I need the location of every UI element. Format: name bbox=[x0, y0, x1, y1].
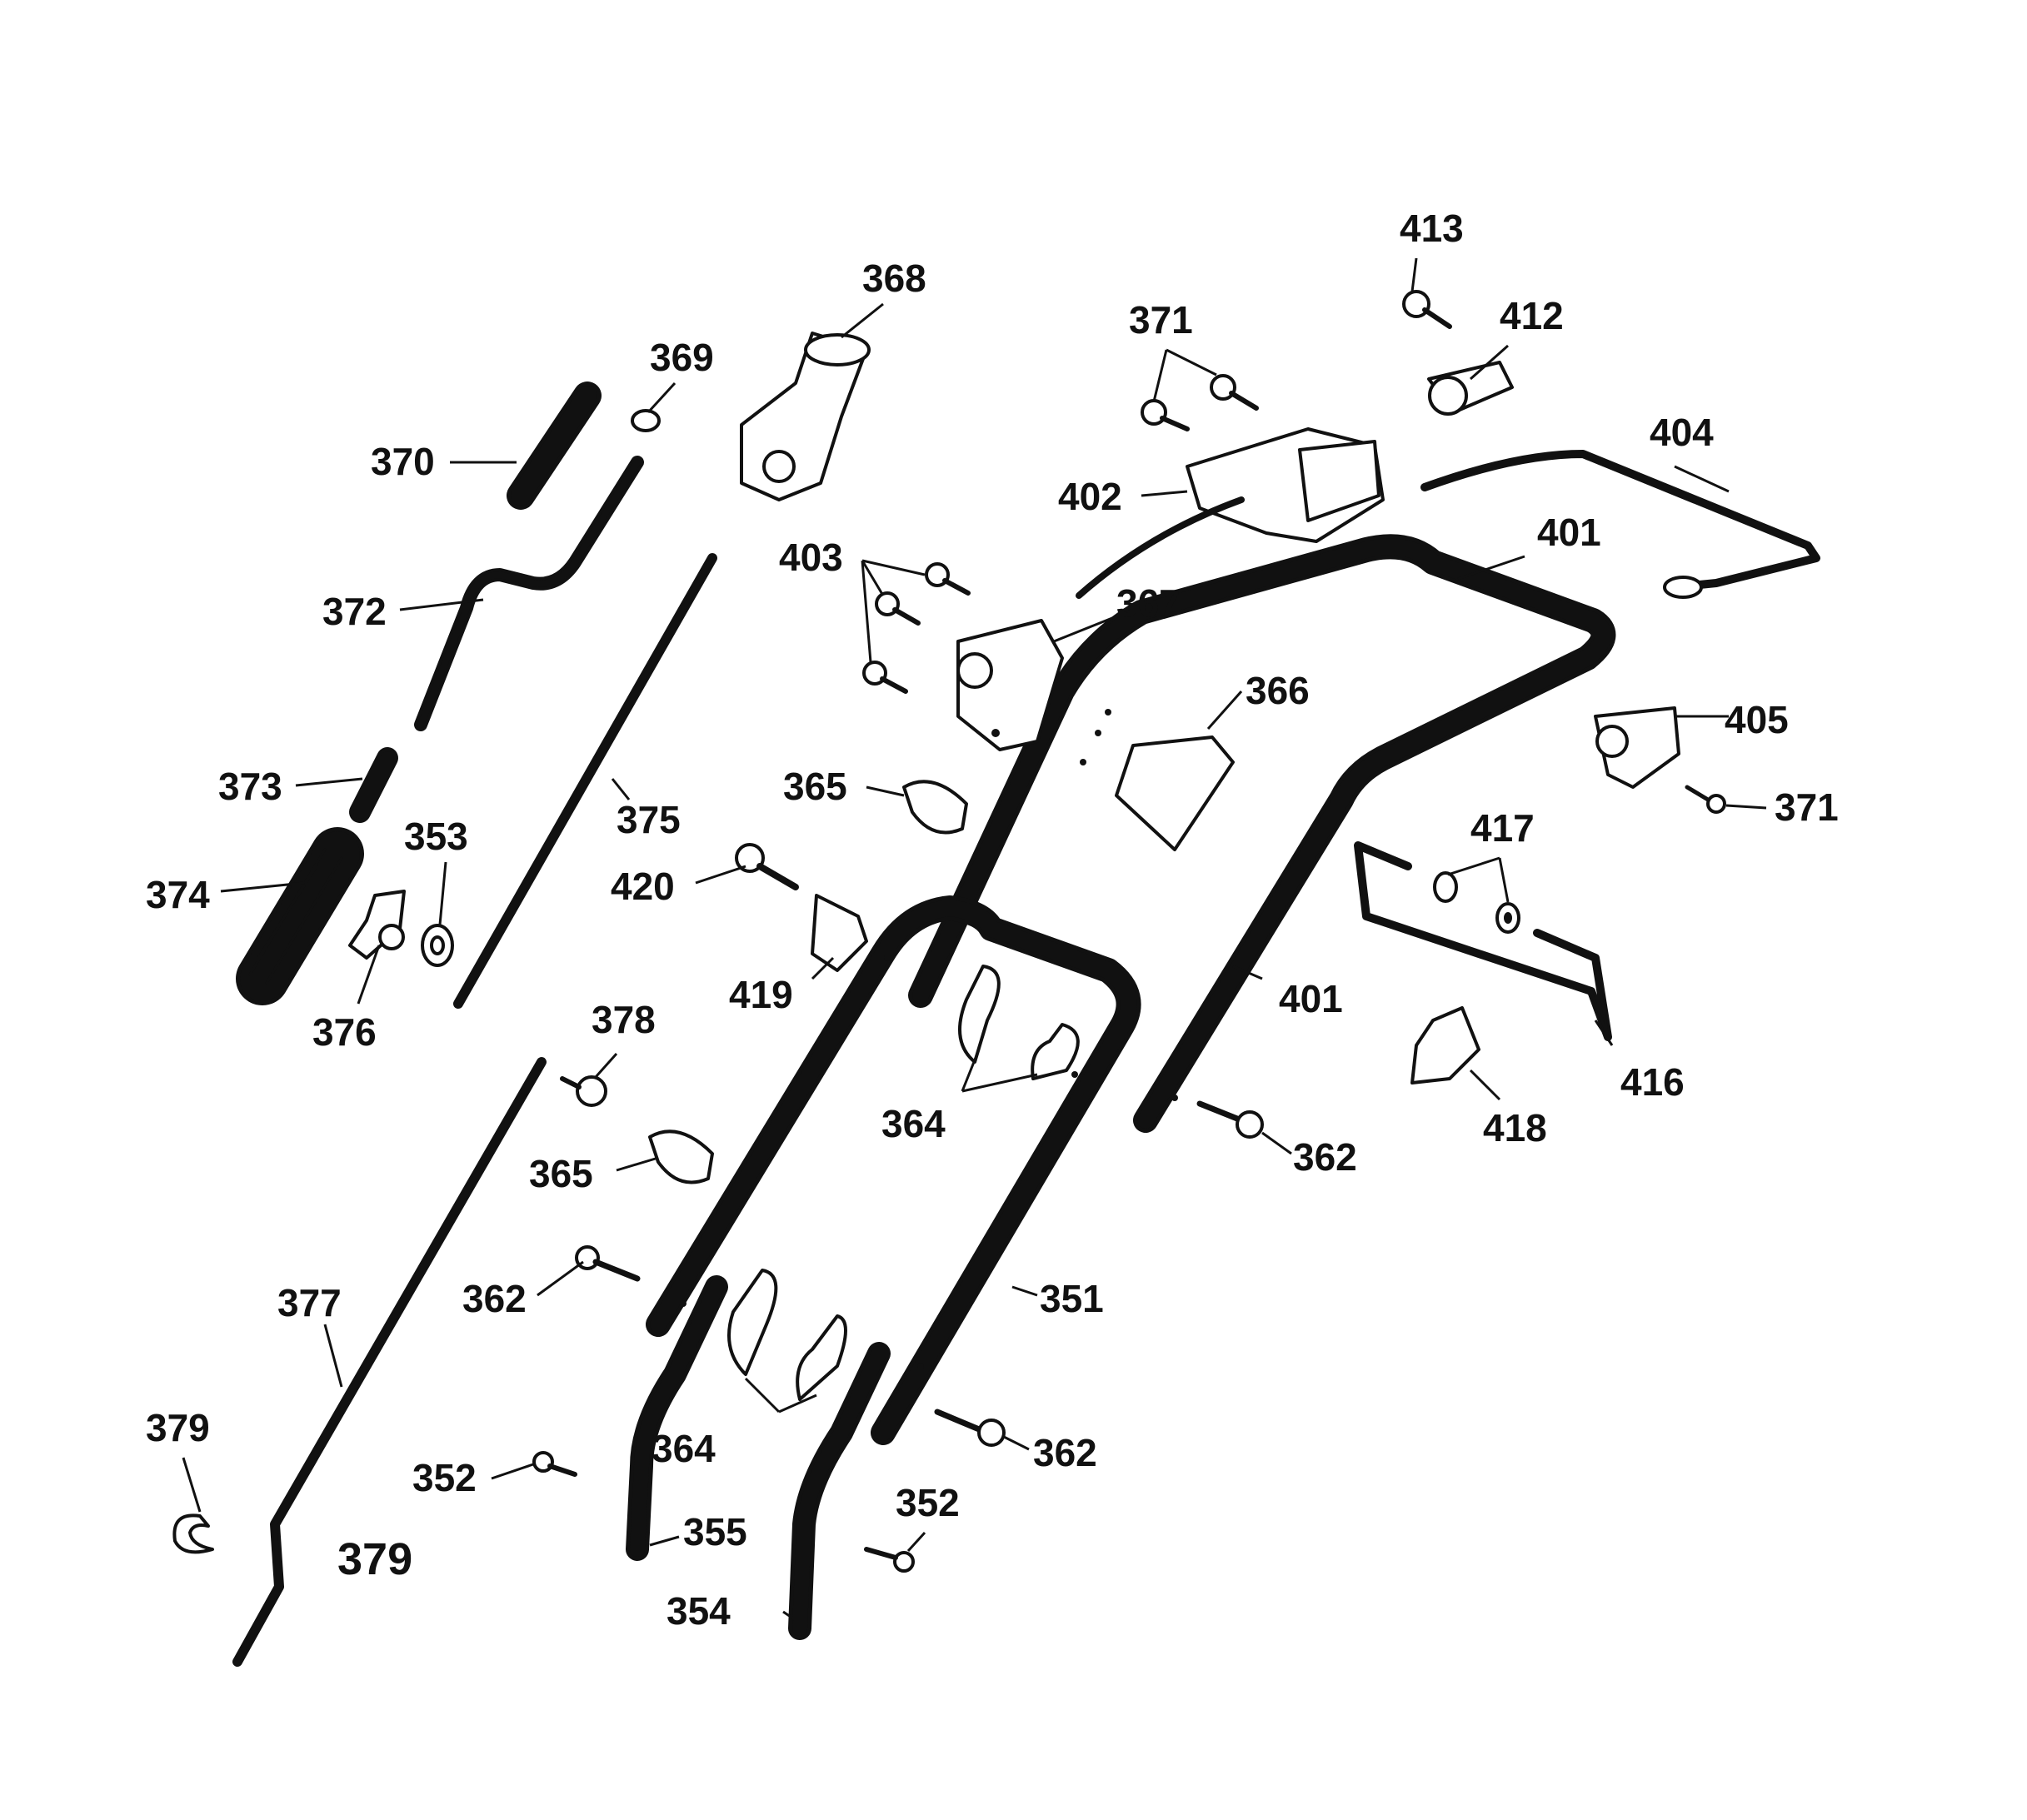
label-405: 405 bbox=[1725, 698, 1789, 741]
label-413: 413 bbox=[1400, 207, 1464, 250]
bolt-362-right bbox=[1196, 1100, 1264, 1139]
button-378 bbox=[560, 1075, 607, 1107]
label-417: 417 bbox=[1470, 806, 1535, 850]
label-420: 420 bbox=[611, 865, 675, 908]
grip-374 bbox=[236, 827, 364, 1005]
label-373: 373 bbox=[218, 765, 282, 808]
label-362-left: 362 bbox=[462, 1277, 527, 1320]
rod-375 bbox=[453, 553, 717, 1009]
label-404: 404 bbox=[1650, 411, 1714, 454]
washers-417 bbox=[1433, 871, 1520, 934]
clip-365-upper bbox=[902, 780, 968, 835]
label-364-upper: 364 bbox=[881, 1102, 946, 1145]
label-355: 355 bbox=[683, 1510, 747, 1553]
screw-352-left bbox=[532, 1451, 577, 1477]
part-418 bbox=[1410, 1006, 1480, 1085]
bracket-367 bbox=[956, 619, 1064, 751]
label-418: 418 bbox=[1483, 1106, 1547, 1149]
label-379-top: 379 bbox=[146, 1406, 210, 1449]
clamp-419 bbox=[811, 894, 868, 972]
label-365-upper: 365 bbox=[783, 765, 847, 808]
label-371-top: 371 bbox=[1129, 298, 1193, 342]
screws-371-top bbox=[1141, 374, 1259, 431]
clip-405 bbox=[1594, 706, 1680, 789]
label-354: 354 bbox=[667, 1589, 731, 1633]
wing-nuts-364-upper bbox=[958, 965, 1080, 1080]
leader-lines bbox=[182, 257, 1767, 1622]
label-372: 372 bbox=[322, 590, 387, 633]
label-401-mid: 401 bbox=[1279, 977, 1343, 1020]
upper-handle-401 bbox=[908, 534, 1616, 1133]
plate-366 bbox=[1115, 735, 1235, 851]
lower-tube-355 bbox=[626, 1275, 728, 1561]
part-labels: 413 412 371 368 369 370 402 404 401 403 … bbox=[146, 207, 1839, 1633]
sleeve-373 bbox=[349, 747, 398, 823]
label-375: 375 bbox=[617, 798, 681, 841]
bent-rod-372 bbox=[414, 456, 644, 731]
cable-404 bbox=[1420, 450, 1820, 599]
label-377: 377 bbox=[277, 1281, 342, 1324]
knob-376 bbox=[348, 890, 406, 960]
label-412: 412 bbox=[1500, 294, 1564, 337]
guide-416 bbox=[1354, 841, 1612, 1041]
bolt-420 bbox=[735, 843, 799, 890]
label-370: 370 bbox=[371, 440, 435, 483]
label-362-right: 362 bbox=[1293, 1135, 1357, 1179]
wing-nuts-364-lower bbox=[727, 1269, 847, 1401]
switch-box-402 bbox=[1076, 427, 1385, 599]
label-364-lower: 364 bbox=[652, 1427, 716, 1470]
bolt-362-bottom bbox=[934, 1409, 1006, 1447]
label-367: 367 bbox=[1116, 581, 1181, 625]
label-379-bottom: 379 bbox=[337, 1534, 412, 1584]
bolt-362-left bbox=[575, 1245, 641, 1282]
label-366: 366 bbox=[1246, 669, 1310, 712]
clip-365-lower bbox=[648, 1129, 714, 1184]
cap-369 bbox=[631, 409, 661, 432]
label-351: 351 bbox=[1040, 1277, 1104, 1320]
label-365-lower: 365 bbox=[529, 1152, 593, 1195]
rod-377 bbox=[232, 1057, 547, 1667]
label-402: 402 bbox=[1058, 475, 1122, 518]
label-401-top: 401 bbox=[1537, 511, 1601, 554]
clip-379 bbox=[172, 1513, 214, 1554]
label-374: 374 bbox=[146, 873, 210, 916]
label-419: 419 bbox=[729, 973, 793, 1016]
washer-353 bbox=[421, 924, 454, 967]
label-378: 378 bbox=[592, 998, 656, 1041]
screw-413 bbox=[1402, 290, 1452, 329]
label-362-bottom: 362 bbox=[1033, 1431, 1097, 1474]
label-352-left: 352 bbox=[412, 1456, 477, 1499]
screws-403 bbox=[862, 562, 971, 694]
label-416: 416 bbox=[1620, 1060, 1685, 1104]
label-376: 376 bbox=[312, 1010, 377, 1054]
label-353: 353 bbox=[404, 815, 468, 858]
screw-371-right bbox=[1685, 785, 1726, 814]
label-371-right: 371 bbox=[1775, 785, 1839, 829]
label-352-right: 352 bbox=[896, 1481, 960, 1524]
lower-handle-351 bbox=[646, 895, 1141, 1445]
tube-370 bbox=[507, 381, 602, 510]
label-369: 369 bbox=[650, 336, 714, 379]
clip-412 bbox=[1427, 361, 1514, 416]
label-403: 403 bbox=[779, 536, 843, 579]
screw-352-right bbox=[864, 1547, 915, 1573]
lower-tube-354 bbox=[788, 1342, 891, 1640]
lever-plate-368 bbox=[740, 332, 871, 501]
label-368: 368 bbox=[862, 257, 926, 300]
